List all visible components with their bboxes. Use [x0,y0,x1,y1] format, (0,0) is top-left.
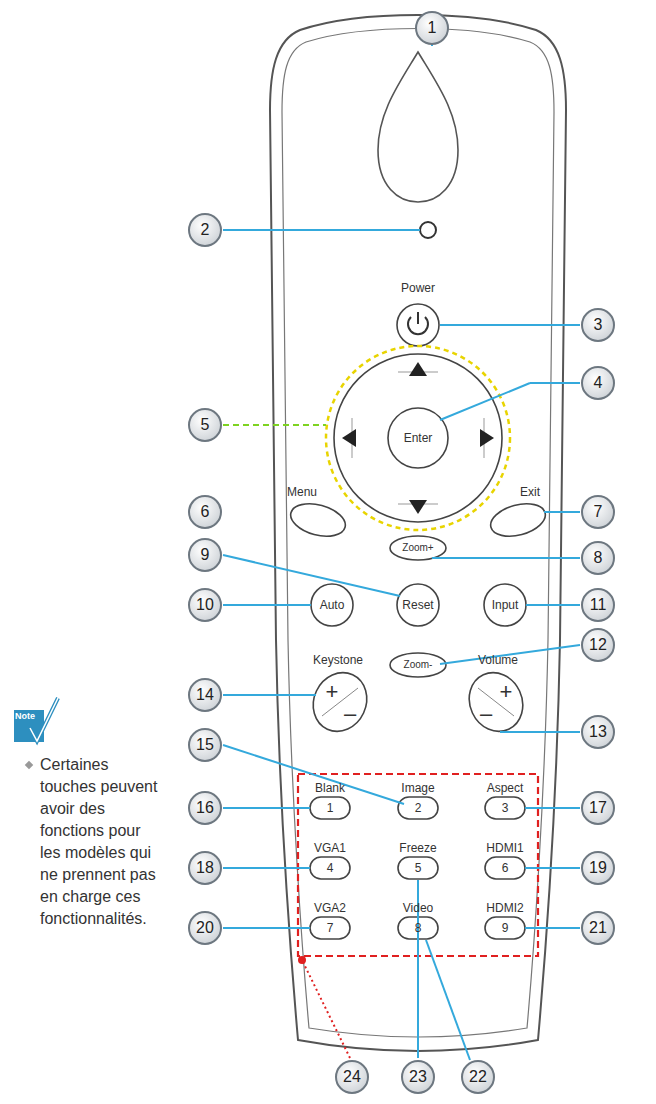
button-text: 6 [502,862,509,874]
button-caption: HDMI2 [486,902,523,914]
callout-number: 5 [188,408,222,442]
button-text: 5 [415,862,422,874]
callout-number: 2 [188,213,222,247]
button-caption: Keystone [313,654,363,666]
button-caption: Freeze [399,842,436,854]
note-icon-text: Note [15,712,35,721]
button-text: Reset [402,599,433,611]
callout-number: 3 [581,308,615,342]
callout-number: 4 [581,366,615,400]
button-text: Zoom+ [402,543,433,553]
button-text: Auto [320,599,345,611]
callout-number: 12 [581,628,615,662]
button-text: Input [492,599,519,611]
button-caption: Power [401,282,435,294]
callout-number: 14 [188,678,222,712]
callout-number: 22 [461,1060,495,1094]
button-sign: – [344,703,356,725]
callout-number: 11 [581,588,615,622]
button-text: 8 [415,922,422,934]
button-caption: VGA1 [314,842,346,854]
button-caption: Blank [315,782,345,794]
callout-number: 15 [188,728,222,762]
button-sign: + [500,681,513,703]
callout-number: 16 [188,791,222,825]
button-sign: + [326,681,339,703]
callout-number: 24 [335,1060,369,1094]
button-caption: Aspect [487,782,524,794]
callout-number: 17 [581,791,615,825]
callout-number: 13 [581,715,615,749]
callout-number: 6 [188,495,222,529]
callout-number: 18 [188,851,222,885]
button-caption: Volume [478,654,518,666]
button-caption: Video [403,902,433,914]
button-text: Enter [404,432,433,444]
button-text: 2 [415,802,422,814]
button-caption: Menu [287,486,317,498]
button-text: 7 [327,922,334,934]
button-text: 9 [502,922,509,934]
button-text: 1 [327,802,334,814]
callout-number: 20 [188,911,222,945]
button-caption: Exit [520,486,540,498]
callout-number: 19 [581,851,615,885]
button-caption: VGA2 [314,902,346,914]
callout-number: 8 [581,541,615,575]
note-text: Certaines touches peuvent avoir des fonc… [40,754,164,930]
button-text: 4 [327,862,334,874]
callout-number: 21 [581,911,615,945]
callout-number: 1 [415,11,449,45]
button-caption: Image [401,782,434,794]
callout-number: 9 [188,538,222,572]
button-text: Zoom- [404,660,433,670]
button-caption: HDMI1 [486,842,523,854]
callout-number: 23 [401,1060,435,1094]
callout-number: 10 [188,588,222,622]
callout-number: 7 [581,495,615,529]
button-sign: – [480,703,492,725]
button-text: 3 [502,802,509,814]
